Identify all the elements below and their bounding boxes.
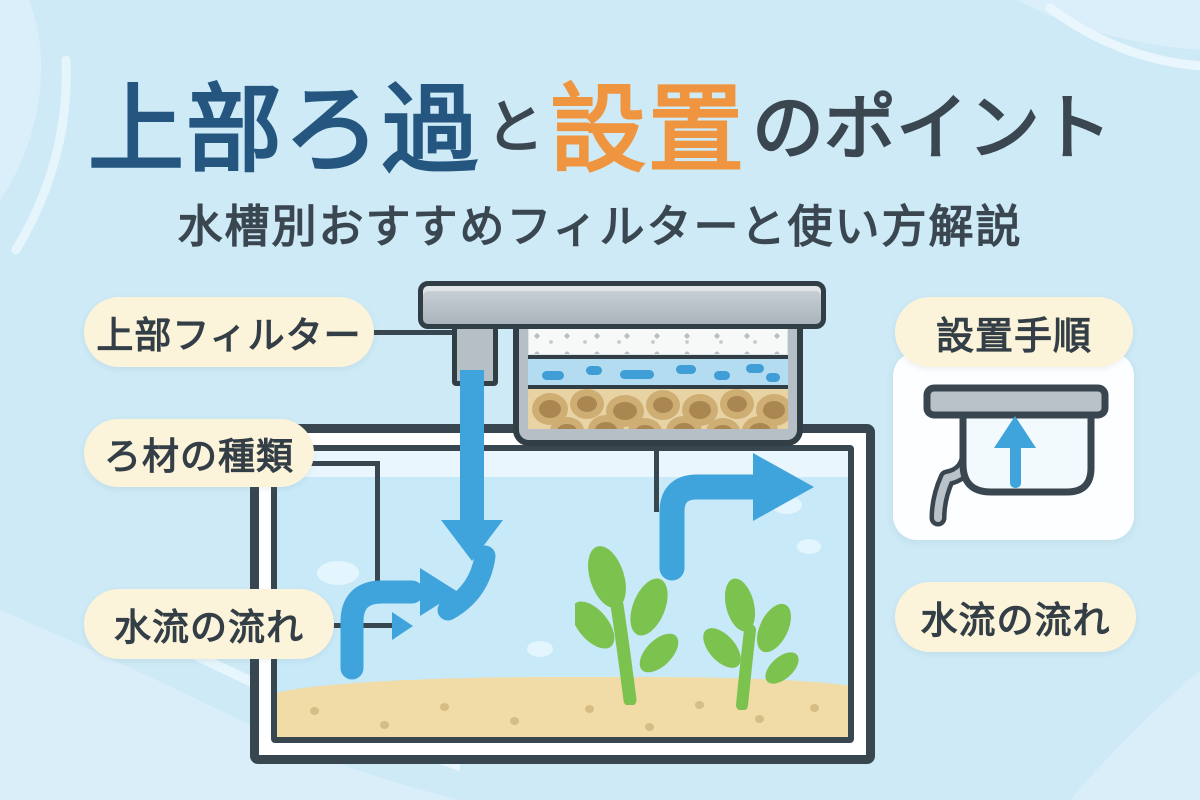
- leader-line-top-filter: [368, 330, 454, 335]
- filter-setup-icon: [923, 384, 1109, 527]
- bubble: [527, 641, 553, 657]
- label-water-flow-right: 水流の流れ: [895, 582, 1136, 652]
- label-media-types: ろ材の種類: [84, 419, 314, 487]
- title-keyword-installation: 設置: [550, 74, 746, 186]
- page-title: 上部ろ過 と 設置 のポイント: [0, 52, 1200, 191]
- bubble: [317, 561, 359, 585]
- curved-flow-arrow-icon: [659, 453, 814, 581]
- title-suffix: のポイント: [752, 86, 1113, 170]
- label-top-filter: 上部フィルター: [84, 297, 374, 367]
- label-water-flow-left: 水流の流れ: [84, 589, 334, 659]
- title-connector: と: [485, 92, 544, 161]
- aquatic-plant-icon: [575, 546, 679, 705]
- wave-decoration-bottom-right: [1070, 670, 1200, 800]
- leader-line-media-vertical: [375, 461, 380, 601]
- label-setup-steps: 設置手順: [895, 297, 1133, 367]
- leader-line-media-horizontal: [310, 461, 380, 466]
- filter-water-layer: [528, 359, 788, 385]
- s-curve-flow-arrow-icon: [340, 545, 496, 680]
- bubble: [797, 539, 821, 554]
- page-subtitle: 水槽別おすすめフィルターと使い方解説: [177, 200, 1023, 253]
- up-arrow-icon: [1010, 444, 1021, 488]
- aquatic-plant-icon: [703, 578, 799, 710]
- down-arrow-icon: [460, 370, 484, 522]
- title-keyword-top-filtration: 上部ろ過: [87, 74, 480, 186]
- filter-lid: [418, 281, 826, 329]
- filter-floss-layer: [528, 328, 788, 355]
- setup-steps-card: [893, 352, 1134, 540]
- filter-outflow-line: [654, 446, 659, 512]
- filter-box: [513, 316, 803, 446]
- filter-bio-media-layer: [528, 389, 788, 429]
